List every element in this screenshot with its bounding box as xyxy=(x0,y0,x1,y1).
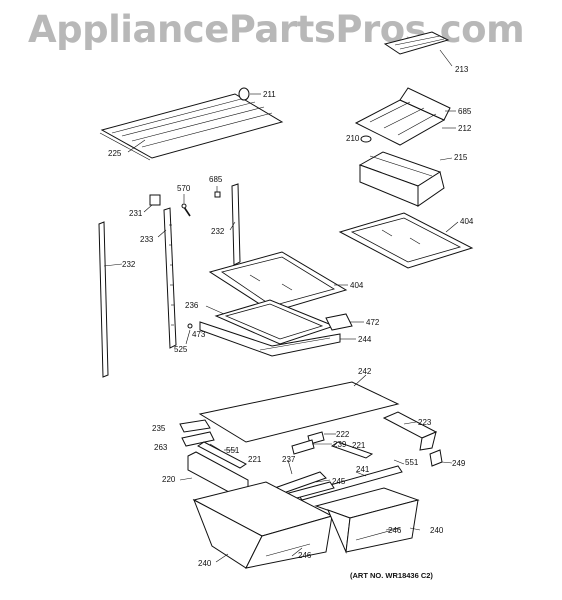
callout-245: 245 xyxy=(332,477,346,486)
callout-263: 263 xyxy=(154,443,168,452)
part-210-screw[interactable] xyxy=(360,135,372,143)
callout-223: 223 xyxy=(418,418,432,427)
part-240-drawer-left[interactable] xyxy=(192,481,334,569)
part-242-glass-plate[interactable] xyxy=(198,381,400,443)
callout-246-left: 246 xyxy=(298,551,312,560)
callout-221-right: 221 xyxy=(352,441,366,450)
part-473-clip[interactable] xyxy=(187,323,193,329)
part-240-drawer-right[interactable] xyxy=(314,487,420,554)
part-404-glass-shelf-right[interactable] xyxy=(338,212,474,269)
art-number: (ART NO. WR18436 C2) xyxy=(350,571,433,580)
callout-473: 473 xyxy=(192,330,206,339)
callout-570: 570 xyxy=(177,184,191,193)
callout-242: 242 xyxy=(358,367,372,376)
callout-210: 210 xyxy=(346,134,360,143)
part-249-hinge[interactable] xyxy=(429,449,443,467)
callout-232-right: 232 xyxy=(211,227,225,236)
callout-551-left: 551 xyxy=(226,446,240,455)
callout-211: 211 xyxy=(263,90,276,99)
part-685-clip[interactable] xyxy=(214,191,221,198)
part-212-tray[interactable] xyxy=(354,87,451,146)
part-232-rail-left[interactable] xyxy=(98,221,109,378)
callout-236: 236 xyxy=(185,301,199,310)
part-404-glass-shelf-center[interactable] xyxy=(208,251,348,313)
callout-472: 472 xyxy=(366,318,380,327)
part-472-slide[interactable] xyxy=(325,313,353,331)
callout-525: 525 xyxy=(174,345,188,354)
part-211-cap[interactable] xyxy=(238,87,250,101)
watermark-logo: AppliancePartsPros.com xyxy=(28,8,525,51)
part-235-bracket[interactable] xyxy=(179,419,211,433)
callout-249: 249 xyxy=(452,459,466,468)
callout-222: 222 xyxy=(336,430,350,439)
leader-lines xyxy=(103,186,459,563)
callout-215: 215 xyxy=(454,153,468,162)
part-221-rail-right[interactable] xyxy=(330,441,374,459)
part-231-bracket[interactable] xyxy=(149,194,161,206)
part-225-wire-shelf[interactable] xyxy=(99,93,284,161)
callout-232-left: 232 xyxy=(122,260,136,269)
part-232-rail-right[interactable] xyxy=(231,183,241,266)
callout-404-right: 404 xyxy=(460,217,474,226)
part-244-drawer-front[interactable] xyxy=(199,321,341,357)
part-551-rail-right[interactable] xyxy=(393,459,405,465)
part-213-shelf-rail[interactable] xyxy=(383,31,450,55)
part-215-bin[interactable] xyxy=(358,151,445,207)
part-551-rail-left[interactable] xyxy=(209,443,221,451)
part-570-screw[interactable] xyxy=(181,203,191,217)
callout-220: 220 xyxy=(162,475,176,484)
callout-231: 231 xyxy=(129,209,143,218)
part-223-side-rail[interactable] xyxy=(382,411,438,451)
callout-235: 235 xyxy=(152,424,166,433)
callout-685-clip: 685 xyxy=(209,175,223,184)
callout-239: 239 xyxy=(333,440,347,449)
callout-221-left: 221 xyxy=(248,455,262,464)
callout-244: 244 xyxy=(358,335,372,344)
callout-240-left: 240 xyxy=(198,559,212,568)
callout-225: 225 xyxy=(108,149,122,158)
part-263-bracket[interactable] xyxy=(181,431,215,447)
callout-233: 233 xyxy=(140,235,154,244)
callout-404-center: 404 xyxy=(350,281,364,290)
callout-240-right: 240 xyxy=(430,526,444,535)
callout-241: 241 xyxy=(356,465,370,474)
callout-551-right: 551 xyxy=(405,458,419,467)
callout-246-right: 246 xyxy=(388,526,402,535)
callout-237: 237 xyxy=(282,455,296,464)
callout-685-tray: 685 xyxy=(458,107,472,116)
part-233-rail[interactable] xyxy=(163,207,177,349)
part-239-clip[interactable] xyxy=(291,439,315,455)
callout-212: 212 xyxy=(458,124,472,133)
callout-213: 213 xyxy=(455,65,469,74)
part-221-rail-left[interactable] xyxy=(197,441,247,469)
